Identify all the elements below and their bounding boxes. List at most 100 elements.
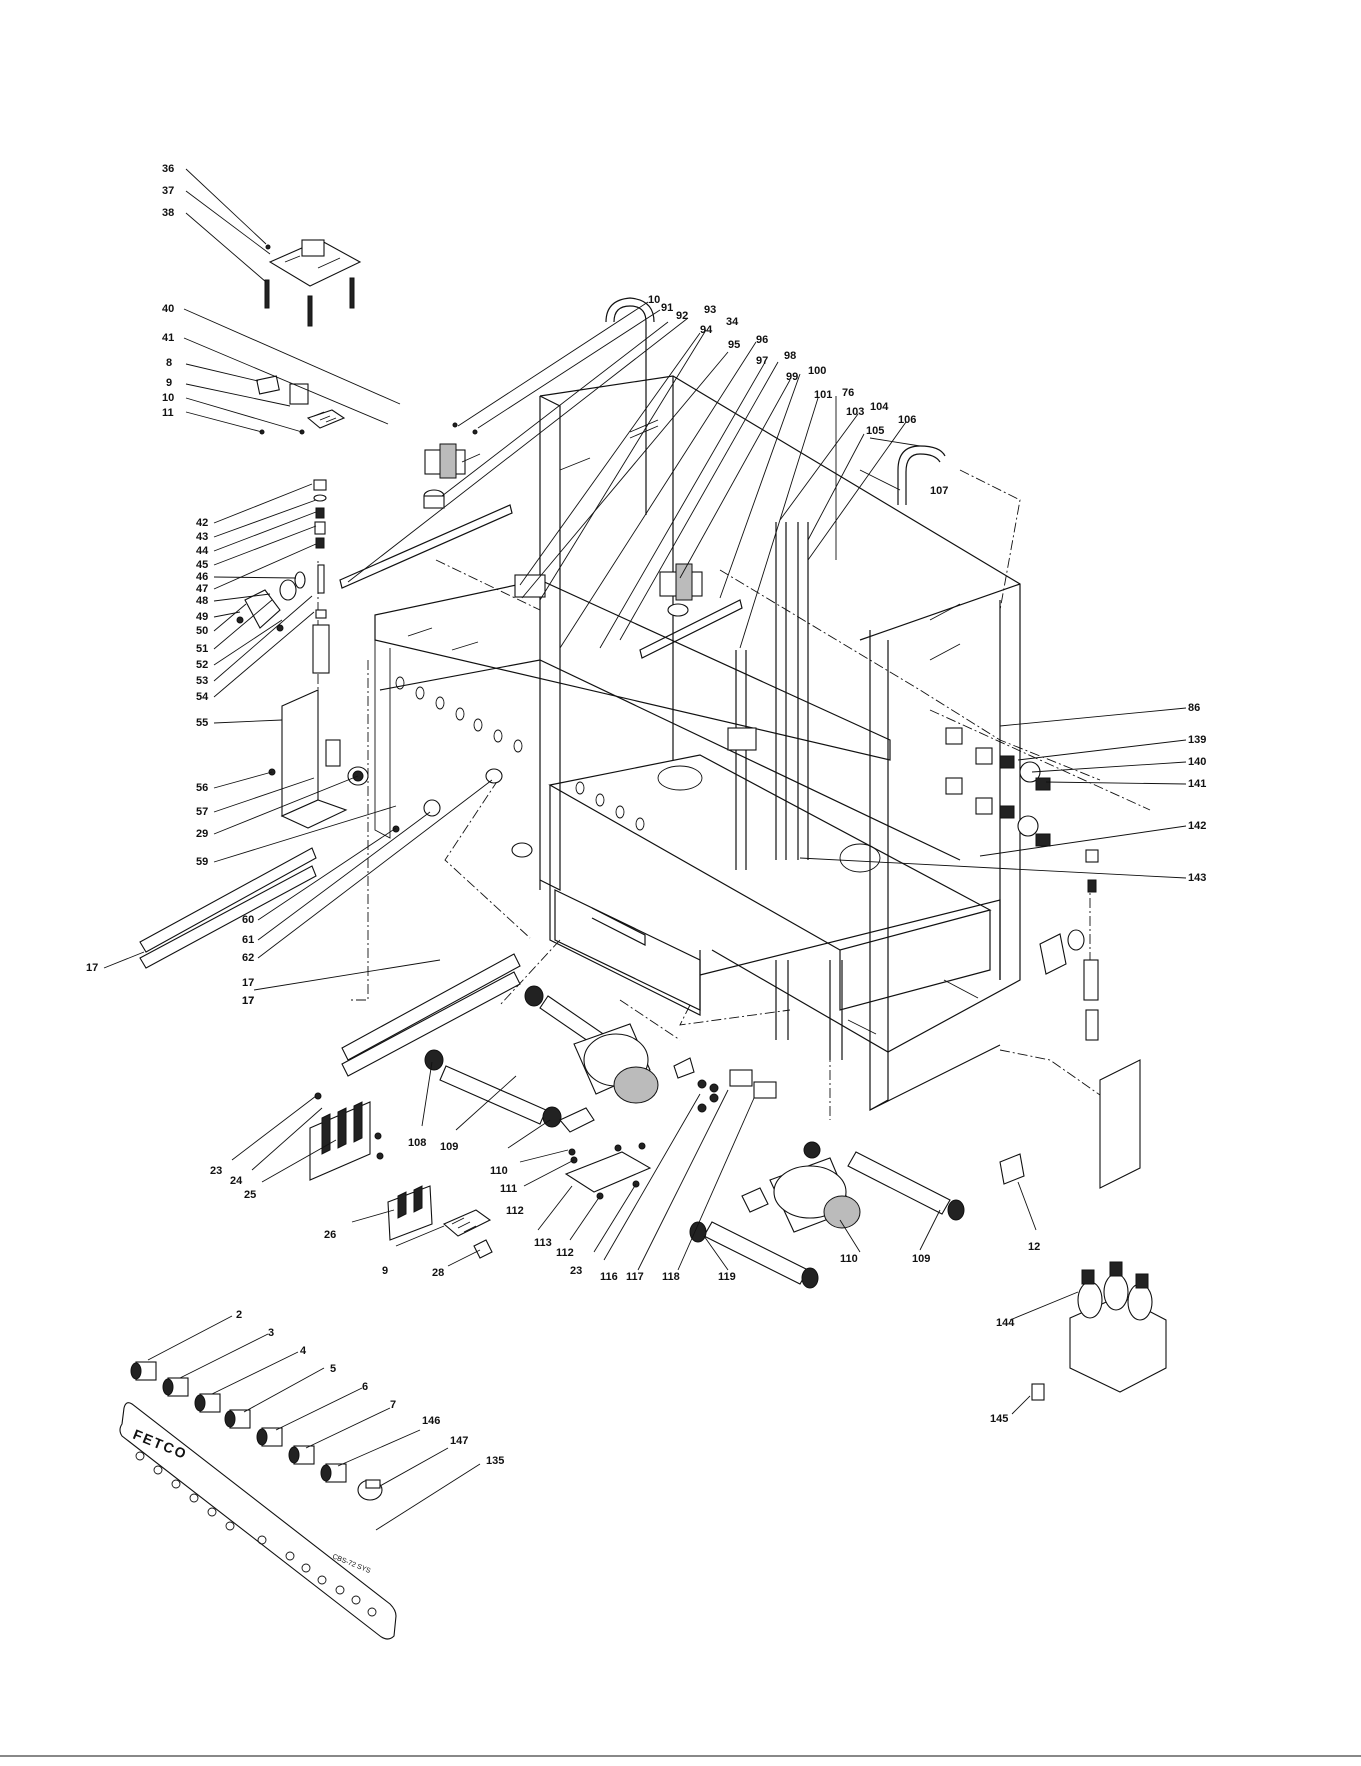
solenoid-valve-1	[423, 422, 481, 509]
callout-label: 106	[898, 414, 916, 426]
callout-label: 76	[842, 387, 854, 399]
callout-label: 140	[1188, 756, 1206, 768]
callout-label: 112	[506, 1205, 524, 1217]
callout-label: 86	[1188, 702, 1200, 714]
callout-label: 55	[196, 717, 208, 729]
callout-label: 44	[196, 545, 209, 557]
callout-labels: 36 37 38 40 41 8 9 10 11 42 43 44 45 46 …	[86, 163, 1206, 1467]
callout-label: 17	[242, 995, 254, 1007]
callout-label: 24	[230, 1175, 243, 1187]
main-frame	[339, 297, 1021, 1112]
callout-label: 146	[422, 1415, 440, 1427]
callout-label: 37	[162, 185, 174, 197]
solenoid-valve-2	[659, 563, 703, 617]
callout-label: 54	[196, 691, 209, 703]
callout-label: 42	[196, 517, 208, 529]
callout-label: 23	[210, 1165, 222, 1177]
callout-label: 110	[490, 1165, 508, 1177]
callout-label: 118	[662, 1271, 680, 1283]
callout-label: 53	[196, 675, 208, 687]
callout-label: 11	[162, 407, 174, 419]
callout-label: 10	[162, 392, 174, 404]
callout-label: 5	[330, 1363, 336, 1375]
callout-label: 40	[162, 303, 174, 315]
callout-label: 48	[196, 595, 208, 607]
callout-label: 109	[912, 1253, 930, 1265]
callout-label: 117	[626, 1271, 644, 1283]
callout-label: 145	[990, 1413, 1008, 1425]
callout-label: 23	[570, 1265, 582, 1277]
callout-label: 46	[196, 571, 208, 583]
callout-label: 111	[500, 1183, 517, 1195]
callout-label: 38	[162, 207, 174, 219]
callout-label: 107	[930, 485, 948, 497]
callout-label: 141	[1188, 778, 1206, 790]
callout-label: 94	[700, 324, 713, 336]
callout-label: 52	[196, 659, 208, 671]
callout-label: 142	[1188, 820, 1206, 832]
callout-label: 45	[196, 559, 208, 571]
callout-label: 8	[166, 357, 172, 369]
callout-label: 93	[704, 304, 716, 316]
callout-label: 51	[196, 643, 208, 655]
callout-label: 103	[846, 406, 864, 418]
callout-label: 97	[756, 355, 768, 367]
callout-label: 29	[196, 828, 208, 840]
callout-label: 47	[196, 583, 208, 595]
callout-label: 105	[866, 425, 884, 437]
callout-label: 109	[440, 1141, 458, 1153]
callout-label: 17	[86, 962, 98, 974]
callout-label: 56	[196, 782, 208, 794]
fittings-right	[945, 727, 1051, 847]
callout-label: 17	[242, 977, 254, 989]
callout-label: 104	[870, 401, 889, 413]
callout-label: 36	[162, 163, 174, 175]
callout-label: 147	[450, 1435, 468, 1447]
callout-label: 49	[196, 611, 208, 623]
callout-label: 25	[244, 1189, 256, 1201]
callout-label: 41	[162, 332, 174, 344]
valve-manifold	[1069, 1261, 1167, 1393]
pump-left	[559, 1023, 695, 1133]
callout-label: 43	[196, 531, 208, 543]
callout-label: 57	[196, 806, 208, 818]
callout-label: 119	[718, 1271, 736, 1283]
callout-label: 34	[726, 316, 739, 328]
callout-label: 2	[236, 1309, 242, 1321]
callout-label: 135	[486, 1455, 504, 1467]
callout-label: 143	[1188, 872, 1206, 884]
callout-label: 7	[390, 1399, 396, 1411]
callout-label: 92	[676, 310, 688, 322]
callout-label: 6	[362, 1381, 368, 1393]
callout-label: 108	[408, 1137, 426, 1149]
callout-label: 113	[534, 1237, 552, 1249]
callout-label: 110	[840, 1253, 858, 1265]
parts: FETCO CBS-72 SYS	[119, 239, 1167, 1640]
callout-label: 101	[814, 389, 832, 401]
callout-label: 144	[996, 1317, 1015, 1329]
callout-label: 95	[728, 339, 740, 351]
callout-label: 61	[242, 934, 254, 946]
callout-label: 28	[432, 1267, 444, 1279]
callout-label: 91	[661, 302, 673, 314]
callout-label: 139	[1188, 734, 1206, 746]
fittings-column	[236, 479, 330, 674]
callout-label: 12	[1028, 1241, 1040, 1253]
callout-label: 100	[808, 365, 826, 377]
callout-label: 60	[242, 914, 254, 926]
callout-label: 4	[300, 1345, 307, 1357]
callout-label: 17	[242, 995, 254, 1007]
callout-label: 26	[324, 1229, 336, 1241]
callout-label: 9	[166, 377, 172, 389]
callout-label: 96	[756, 334, 768, 346]
callout-label: 116	[600, 1271, 618, 1283]
callout-label: 99	[786, 371, 798, 383]
switch-buttons	[130, 1361, 383, 1501]
control-board	[264, 239, 362, 327]
callout-label: 112	[556, 1247, 574, 1259]
callout-label: 3	[268, 1327, 274, 1339]
pump-right	[741, 1141, 861, 1233]
callout-label: 9	[382, 1265, 388, 1277]
callout-label: 10	[648, 294, 660, 306]
